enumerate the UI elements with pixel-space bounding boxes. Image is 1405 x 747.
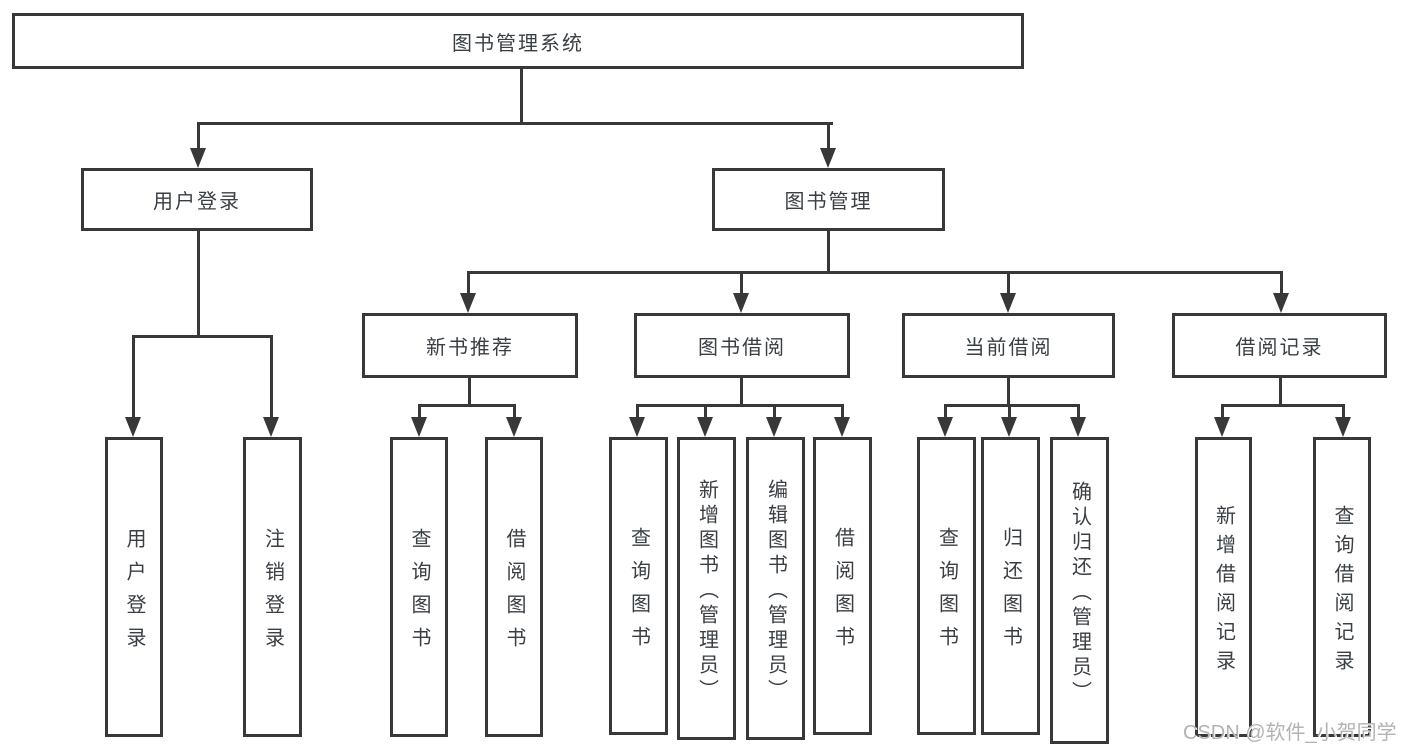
connector-branch-borrowing-records bbox=[1280, 271, 1283, 296]
node-leaf-query-books-new: 查询图书 bbox=[390, 437, 448, 737]
connector-branch-book-borrowing bbox=[740, 271, 743, 296]
node-leaf-add-borrow-record: 新增借阅记录 bbox=[1195, 437, 1252, 737]
node-label: 新增借阅记录 bbox=[1212, 504, 1235, 679]
arrow-down-icon bbox=[629, 417, 645, 437]
connector-hline-user-login bbox=[132, 335, 273, 338]
arrow-down-icon bbox=[1001, 417, 1017, 437]
arrow-down-icon bbox=[506, 417, 522, 437]
arrow-down-icon bbox=[263, 417, 279, 437]
node-label: 确认归还（管理员） bbox=[1068, 480, 1091, 706]
connector-branch-user-login bbox=[197, 122, 200, 150]
node-label: 查询图书 bbox=[627, 526, 650, 659]
node-book-mgmt: 图书管理 bbox=[712, 168, 945, 231]
connector-hline-current-borrowing bbox=[944, 404, 1080, 407]
node-book-borrowing: 图书借阅 bbox=[634, 313, 850, 378]
arrow-down-icon bbox=[125, 417, 141, 437]
arrow-down-icon bbox=[1273, 293, 1289, 313]
arrow-down-icon bbox=[411, 417, 427, 437]
connector-branch bbox=[1221, 404, 1224, 419]
node-label: 注销登录 bbox=[261, 527, 284, 660]
connector-stem-current-borrowing bbox=[1007, 378, 1010, 407]
node-library-system: 图书管理系统 bbox=[12, 13, 1024, 69]
connector-branch bbox=[636, 404, 639, 419]
node-leaf-borrow-books-new: 借阅图书 bbox=[485, 437, 543, 737]
arrow-down-icon bbox=[1000, 293, 1016, 313]
arrow-down-icon bbox=[766, 417, 782, 437]
connector-stem-book-mgmt bbox=[827, 231, 830, 274]
node-label: 当前借阅 bbox=[964, 337, 1053, 359]
node-label: 查询借阅记录 bbox=[1331, 504, 1353, 679]
arrow-down-icon bbox=[697, 417, 713, 437]
connector-branch-book-mgmt bbox=[827, 122, 830, 150]
connector-branch-leaf-user-login bbox=[132, 335, 135, 419]
watermark-csdn: CSDN @软件_小贺同学 bbox=[1183, 722, 1397, 744]
node-leaf-query-books-current: 查询图书 bbox=[917, 437, 976, 735]
connector-stem-borrowing-records bbox=[1279, 378, 1282, 407]
connector-branch bbox=[1342, 404, 1345, 419]
node-leaf-return-books: 归还图书 bbox=[981, 437, 1040, 735]
connector-branch bbox=[418, 404, 421, 419]
connector-branch bbox=[944, 404, 947, 419]
node-label: 查询图书 bbox=[935, 526, 958, 659]
connector-branch-leaf-logout bbox=[270, 335, 273, 419]
node-borrowing-records: 借阅记录 bbox=[1172, 313, 1387, 378]
arrow-down-icon bbox=[1214, 417, 1230, 437]
connector-hline-level3 bbox=[467, 271, 1283, 274]
arrow-down-icon bbox=[834, 417, 850, 437]
node-label: 用户登录 bbox=[123, 527, 145, 660]
node-label: 用户登录 bbox=[153, 191, 241, 213]
arrow-down-icon bbox=[733, 293, 749, 313]
node-label: 图书借阅 bbox=[698, 337, 786, 359]
node-current-borrowing: 当前借阅 bbox=[902, 313, 1115, 378]
arrow-down-icon bbox=[1335, 417, 1351, 437]
node-label: 借阅图书 bbox=[503, 527, 525, 660]
connector-branch bbox=[513, 404, 516, 419]
node-label: 查询图书 bbox=[408, 527, 430, 660]
node-label: 新书推荐 bbox=[426, 337, 514, 359]
arrow-down-icon bbox=[820, 148, 836, 168]
node-user-login: 用户登录 bbox=[81, 168, 313, 231]
arrow-down-icon bbox=[937, 417, 953, 437]
arrow-down-icon bbox=[460, 293, 476, 313]
connector-branch-new-books bbox=[467, 271, 470, 296]
node-label: 图书管理 bbox=[784, 191, 873, 213]
node-leaf-confirm-return-admin: 确认归还（管理员） bbox=[1050, 437, 1109, 744]
connector-hline-book-borrowing bbox=[636, 404, 844, 407]
connector-stem-root bbox=[520, 69, 523, 125]
connector-stem-new-books bbox=[468, 378, 471, 407]
node-new-books: 新书推荐 bbox=[362, 313, 578, 378]
connector-hline-new-books bbox=[418, 404, 516, 407]
node-leaf-edit-book-admin: 编辑图书（管理员） bbox=[746, 437, 805, 740]
node-label: 编辑图书（管理员） bbox=[764, 478, 787, 704]
connector-hline-borrowing-records bbox=[1221, 404, 1345, 407]
node-label: 图书管理系统 bbox=[452, 32, 584, 55]
arrow-down-icon bbox=[190, 148, 206, 168]
connector-branch bbox=[841, 404, 844, 419]
arrow-down-icon bbox=[1070, 417, 1086, 437]
connector-branch bbox=[1008, 404, 1011, 419]
node-label: 借阅图书 bbox=[831, 526, 854, 659]
connector-branch-current-borrowing bbox=[1007, 271, 1010, 296]
node-leaf-borrow-books-borrow: 借阅图书 bbox=[813, 437, 872, 735]
connector-branch bbox=[1077, 404, 1080, 419]
connector-stem-user-login bbox=[197, 231, 200, 338]
connector-hline-level2 bbox=[197, 122, 833, 125]
node-label: 归还图书 bbox=[999, 526, 1022, 659]
node-leaf-add-book-admin: 新增图书（管理员） bbox=[677, 437, 736, 740]
node-leaf-user-login: 用户登录 bbox=[105, 437, 163, 737]
node-leaf-query-books-borrow: 查询图书 bbox=[609, 437, 668, 735]
node-label: 借阅记录 bbox=[1235, 337, 1324, 359]
node-leaf-logout: 注销登录 bbox=[243, 437, 302, 737]
connector-branch bbox=[773, 404, 776, 419]
connector-branch bbox=[704, 404, 707, 419]
node-label: 新增图书（管理员） bbox=[695, 478, 718, 704]
connector-stem-book-borrowing bbox=[740, 378, 743, 407]
node-leaf-query-borrow-record: 查询借阅记录 bbox=[1313, 437, 1371, 737]
